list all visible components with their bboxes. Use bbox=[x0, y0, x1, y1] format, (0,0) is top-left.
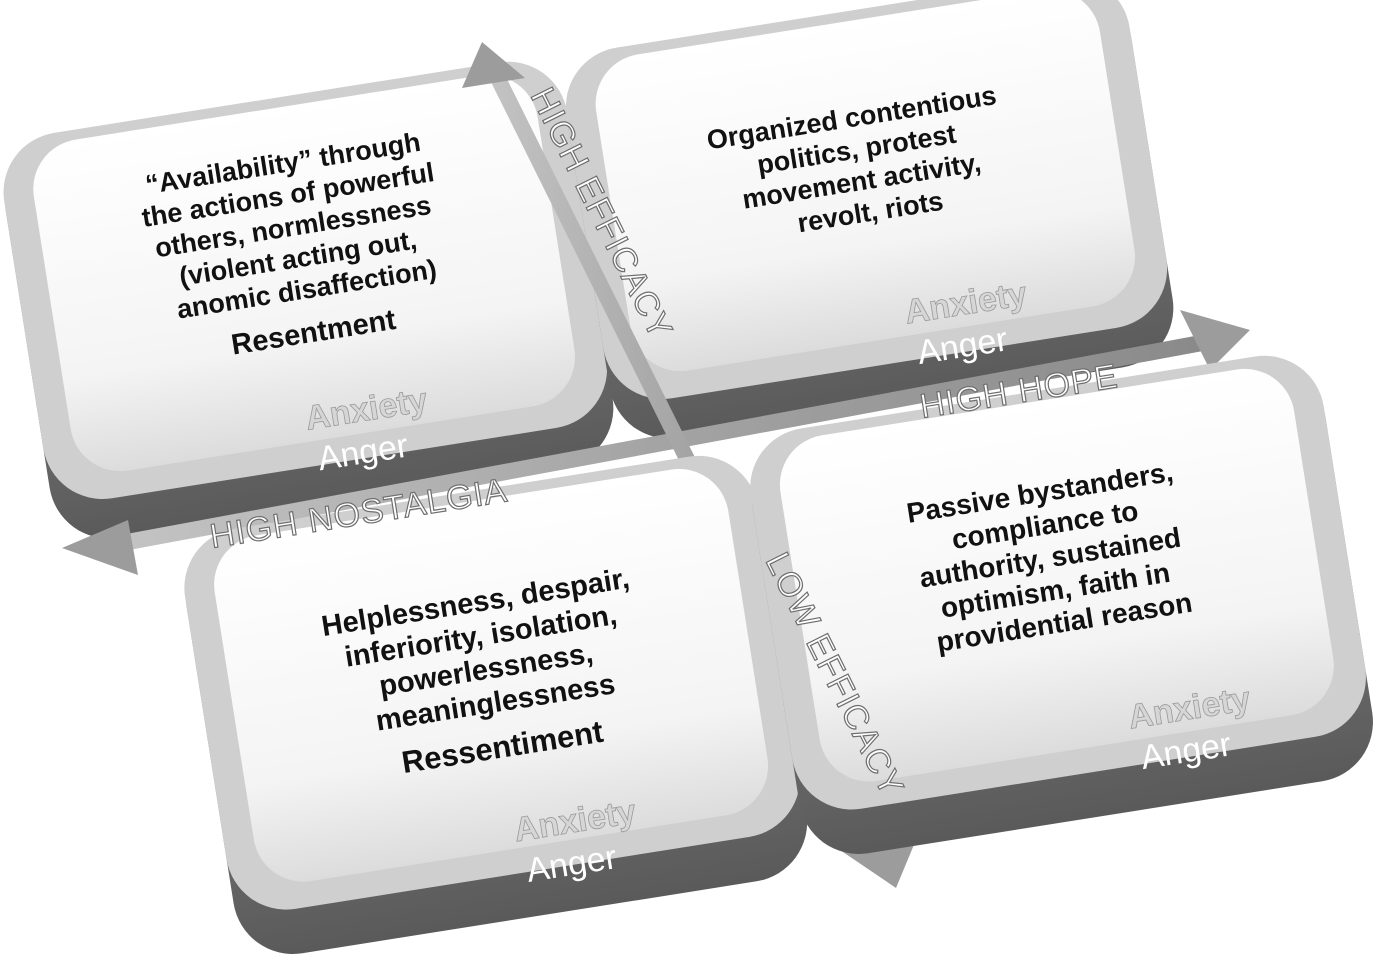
tile-face bbox=[595, 0, 1135, 372]
svg-text:Passive bystanders, co: Passive bystanders, compliance to author… bbox=[904, 455, 1203, 659]
tile-face bbox=[33, 74, 575, 472]
arrow-right-icon bbox=[1180, 310, 1250, 370]
quadrant-bottom-left: Helplessness, despair, inferiority, isol… bbox=[184, 455, 808, 955]
quadrant-top-right: Organized contentious politics, protest … bbox=[565, 0, 1174, 439]
axis-horizontal-shaft bbox=[110, 335, 1203, 553]
arrow-up-icon bbox=[462, 42, 525, 88]
quadrant-top-left: “Availability” through the actions of po… bbox=[3, 61, 614, 539]
axis-horizontal bbox=[62, 310, 1250, 575]
tile-face bbox=[779, 368, 1334, 782]
tile-face bbox=[214, 468, 769, 882]
quadrant-bottom-right: Passive bystanders, compliance to author… bbox=[750, 355, 1373, 854]
arrow-left-icon bbox=[62, 520, 138, 575]
svg-text:Organized contentious: Organized contentious politics, protest … bbox=[705, 79, 1021, 250]
